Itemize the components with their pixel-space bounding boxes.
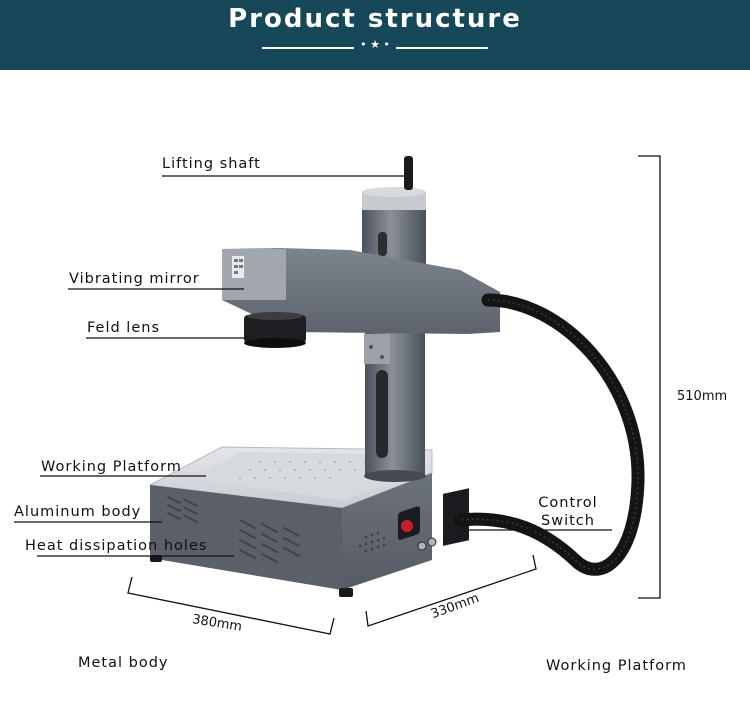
heat-dissipation-slots	[167, 496, 300, 563]
label-vibrating-mirror: Vibrating mirror	[69, 271, 200, 287]
column-slot	[376, 370, 388, 458]
ornament-line-left	[262, 47, 354, 49]
label-control-line1: Control	[538, 495, 598, 511]
label-working-platform-bottom: Working Platform	[546, 658, 687, 674]
header-banner: Product structure • ★ •	[0, 0, 750, 70]
lifting-knob	[404, 156, 413, 190]
star-ornament-icon: • ★ •	[360, 38, 390, 51]
front-grill	[358, 531, 386, 553]
base-left-side	[150, 485, 342, 590]
label-metal-body: Metal body	[78, 655, 169, 671]
column-cap	[362, 192, 426, 210]
field-lens	[244, 315, 306, 343]
label-feld-lens: Feld lens	[87, 320, 161, 336]
label-control-switch: Control Switch	[531, 494, 605, 530]
column-top-slot	[378, 232, 387, 256]
working-platform-top	[198, 452, 420, 500]
dimension-brackets	[127, 155, 661, 635]
carriage-plate	[364, 334, 390, 364]
label-lifting-shaft: Lifting shaft	[162, 156, 261, 172]
foot	[150, 555, 162, 562]
page-title: Product structure	[228, 4, 522, 34]
label-control-line2: Switch	[541, 513, 595, 530]
dimension-height: 510mm	[677, 389, 728, 404]
label-heat-dissipation-holes: Heat dissipation holes	[25, 538, 208, 554]
callout-lines	[14, 175, 612, 557]
foot	[339, 588, 353, 597]
laser-head-arm	[222, 248, 500, 334]
label-working-platform: Working Platform	[41, 459, 182, 475]
ornament-line-right	[396, 47, 488, 49]
label-aluminum-body: Aluminum body	[14, 504, 142, 520]
base-front	[342, 473, 432, 590]
